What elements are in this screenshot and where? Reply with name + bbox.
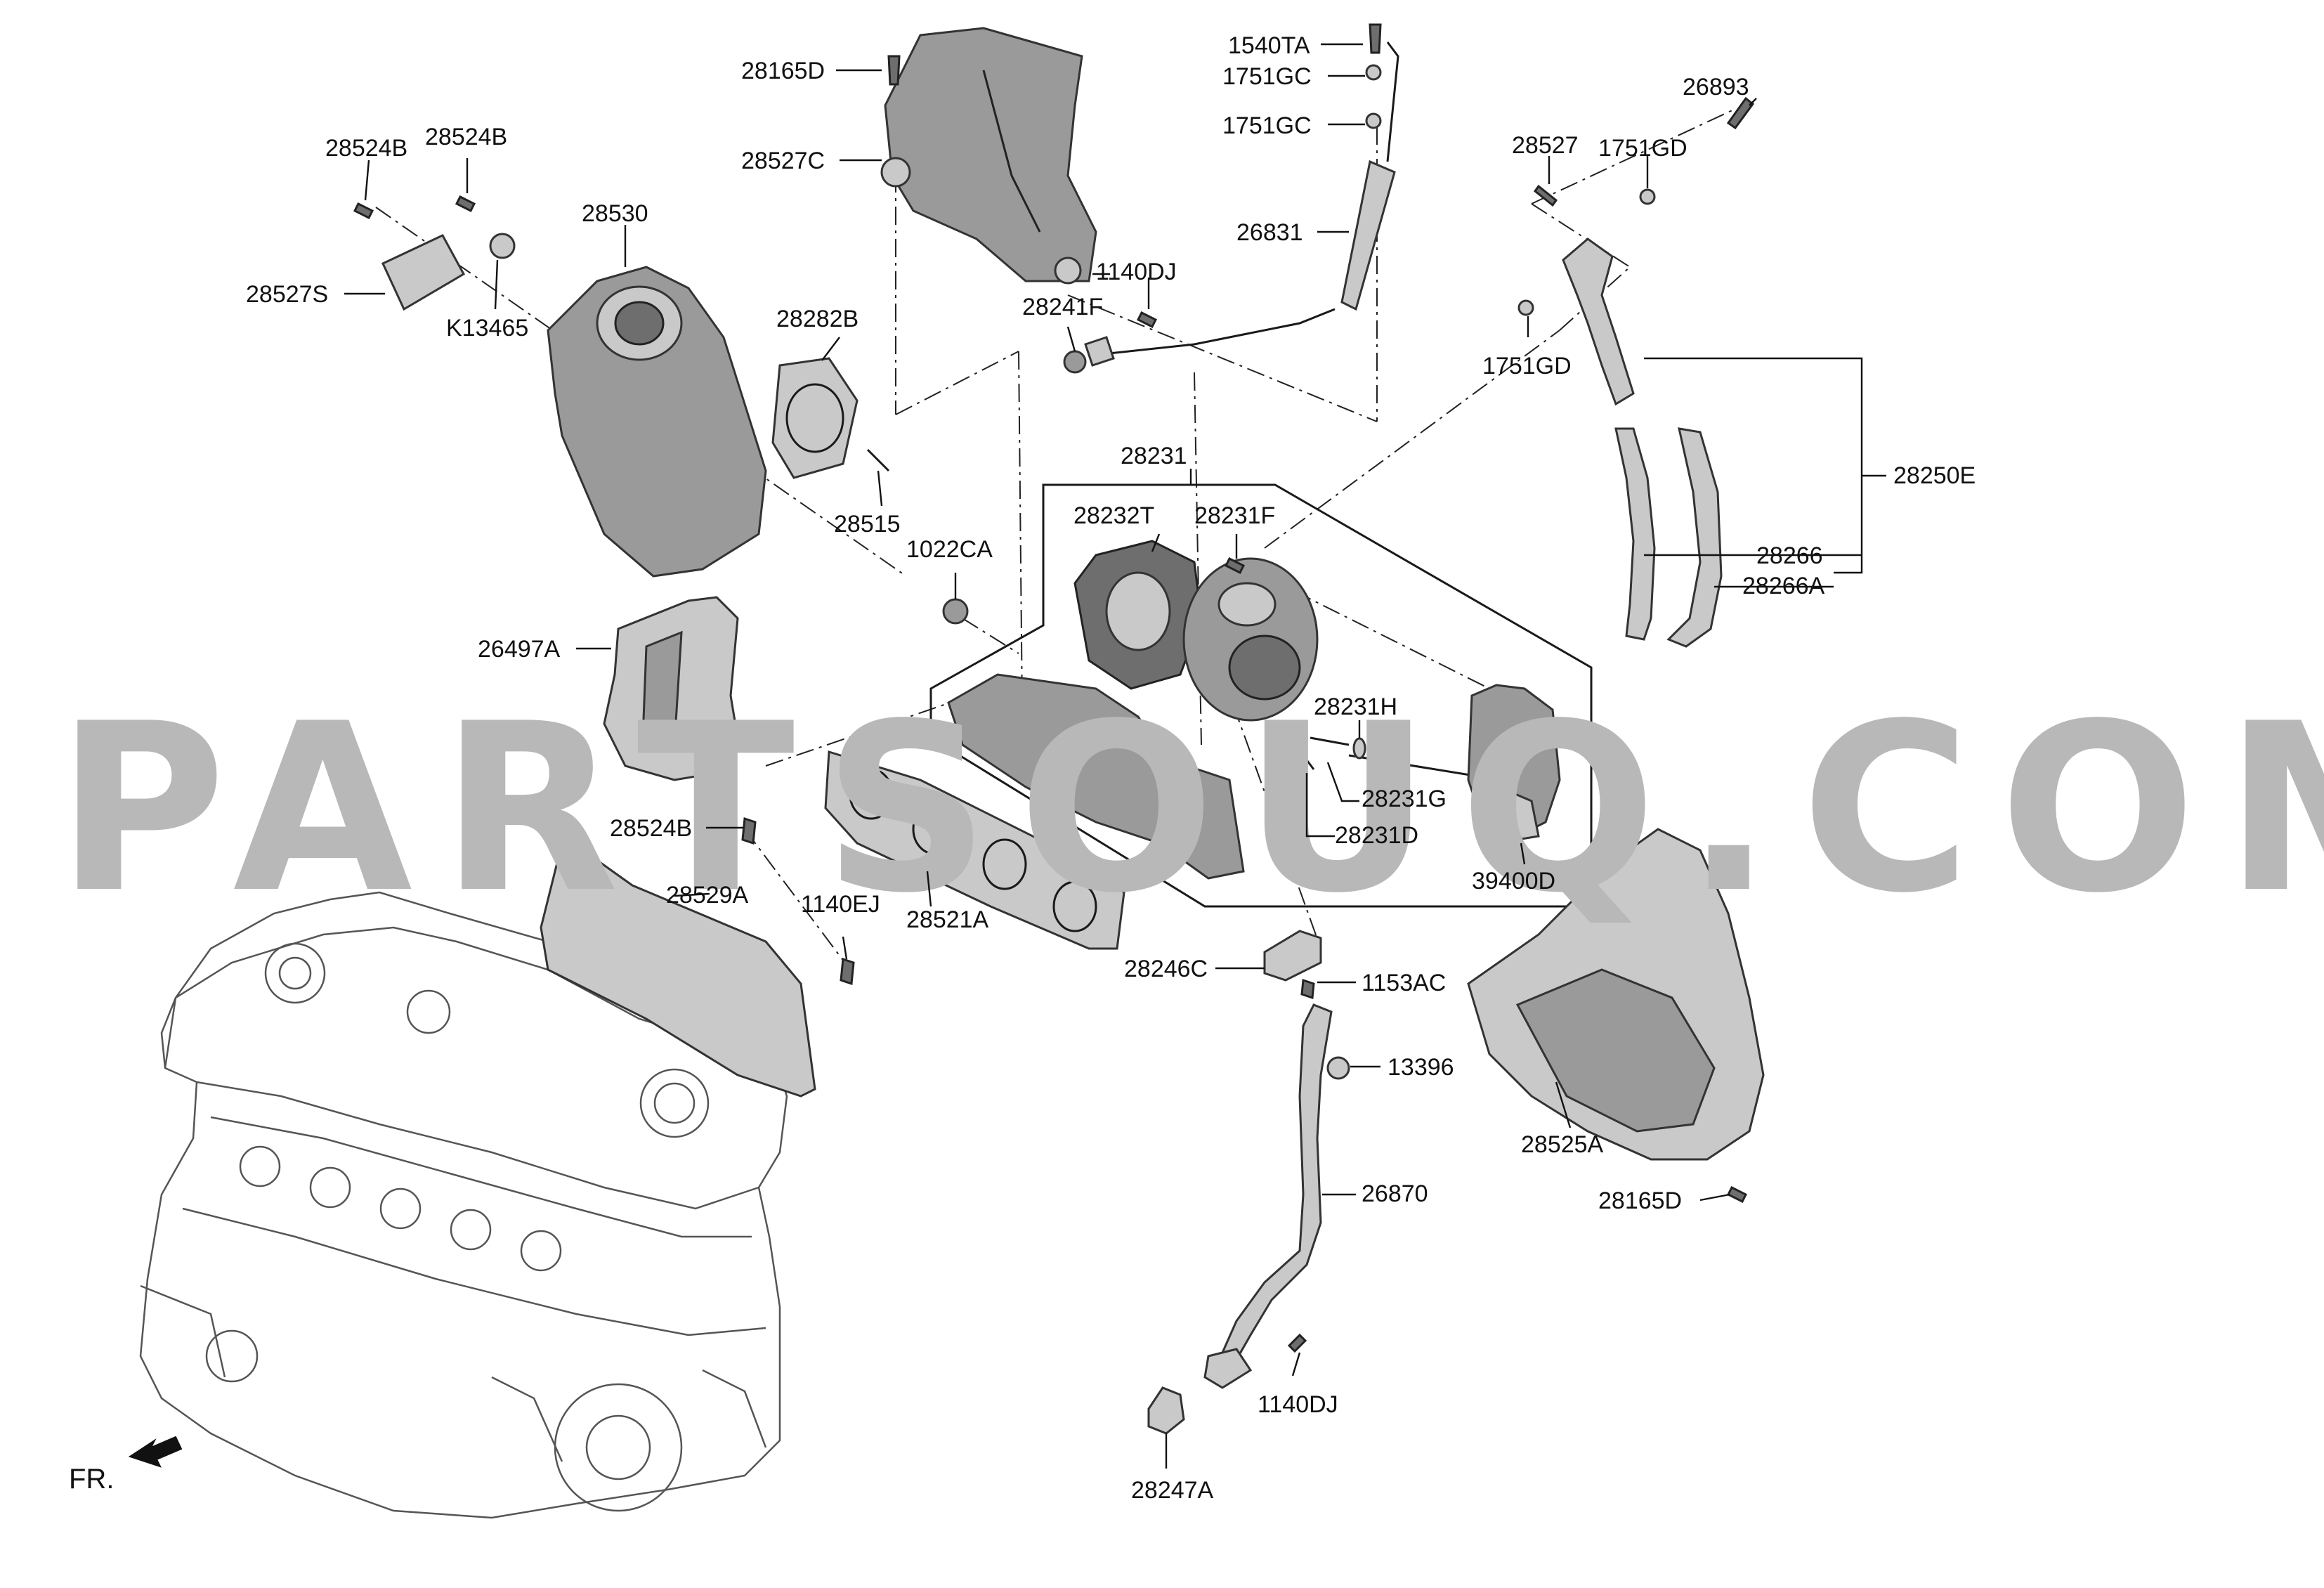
watermark-text: PARTSOUQ.COM — [56, 674, 2324, 944]
callout-28165D: 28165D — [1598, 1187, 1682, 1214]
engine-block-outline — [139, 891, 788, 1519]
turbo-assembly-frame — [929, 483, 1593, 908]
callout-28524B: 28524B — [425, 124, 507, 150]
callout-28231G: 28231G — [1362, 786, 1447, 812]
catalytic-converter-28530 — [547, 266, 767, 578]
coolant-pipe-28250E — [1562, 237, 1635, 406]
oil-feed-pipe-26831 — [1340, 160, 1396, 311]
heat-shield-plate-28529A — [540, 849, 816, 1098]
callout-28527: 28527 — [1512, 132, 1579, 159]
coolant-pipe-28266 — [1614, 427, 1656, 641]
callout-28232T: 28232T — [1073, 502, 1154, 529]
callout-1751GC: 1751GC — [1222, 112, 1312, 139]
callout-1140EJ: 1140EJ — [801, 891, 880, 918]
turbo-manifold-28231 — [947, 673, 1245, 880]
callout-28231: 28231 — [1121, 443, 1187, 469]
callout-28241F: 28241F — [1022, 294, 1103, 320]
callout-1140DJ: 1140DJ — [1258, 1391, 1338, 1418]
callout-26831: 26831 — [1236, 219, 1303, 246]
callout-28524B: 28524B — [610, 815, 692, 842]
oil-return-pipe-26870 — [1221, 1003, 1333, 1361]
callout-28527S: 28527S — [246, 281, 328, 308]
coolant-pipe-28266A — [1666, 427, 1723, 648]
callout-28524B: 28524B — [325, 135, 407, 162]
gasket-28246C — [1263, 930, 1322, 982]
exhaust-gasket-28521A — [824, 750, 1125, 950]
front-arrow-icon — [128, 1436, 183, 1468]
callout-1540TA: 1540TA — [1228, 32, 1310, 59]
front-orientation-indicator: FR. — [69, 1436, 183, 1495]
callout-1751GD: 1751GD — [1598, 135, 1687, 162]
callout-28527C: 28527C — [741, 148, 825, 174]
callout-28282B: 28282B — [776, 306, 859, 332]
callout-28266A: 28266A — [1742, 573, 1825, 599]
part-callouts: 28165D 28527C 1540TA 1751GC 1751GC 26893… — [246, 32, 1976, 1504]
callout-28515: 28515 — [834, 511, 901, 538]
callout-28231D: 28231D — [1335, 822, 1418, 849]
callout-28266: 28266 — [1756, 542, 1823, 569]
callout-1022CA: 1022CA — [906, 536, 993, 563]
callout-1751GC: 1751GC — [1222, 63, 1312, 90]
callout-28525A: 28525A — [1521, 1131, 1604, 1158]
callout-1751GD: 1751GD — [1482, 353, 1572, 379]
leader-lines — [344, 43, 1886, 1469]
callout-13396: 13396 — [1388, 1054, 1454, 1081]
callout-1140DJ: 1140DJ — [1096, 259, 1177, 285]
callout-28246C: 28246C — [1124, 956, 1208, 982]
callout-28231F: 28231F — [1194, 502, 1275, 529]
gasket-28282B — [771, 357, 859, 479]
part-shapes — [353, 23, 1765, 1435]
callout-39400D: 39400D — [1472, 868, 1555, 894]
bracket-28527S — [381, 234, 466, 311]
callout-28247A: 28247A — [1131, 1477, 1214, 1504]
callout-28530: 28530 — [582, 200, 648, 227]
callout-26893: 26893 — [1683, 74, 1749, 100]
callout-26497A: 26497A — [478, 636, 561, 663]
callout-26870: 26870 — [1362, 1180, 1428, 1207]
bracket-28527C — [884, 27, 1097, 282]
callout-1153AC: 1153AC — [1362, 970, 1446, 996]
callout-28521A: 28521A — [906, 906, 989, 933]
front-label: FR. — [69, 1464, 114, 1495]
callout-28165D: 28165D — [741, 58, 825, 84]
callout-28250E: 28250E — [1893, 462, 1976, 489]
callout-28529A: 28529A — [666, 882, 749, 909]
gasket-28247A — [1147, 1386, 1185, 1435]
callout-28231H: 28231H — [1314, 694, 1397, 720]
callout-K13465: K13465 — [446, 315, 528, 341]
